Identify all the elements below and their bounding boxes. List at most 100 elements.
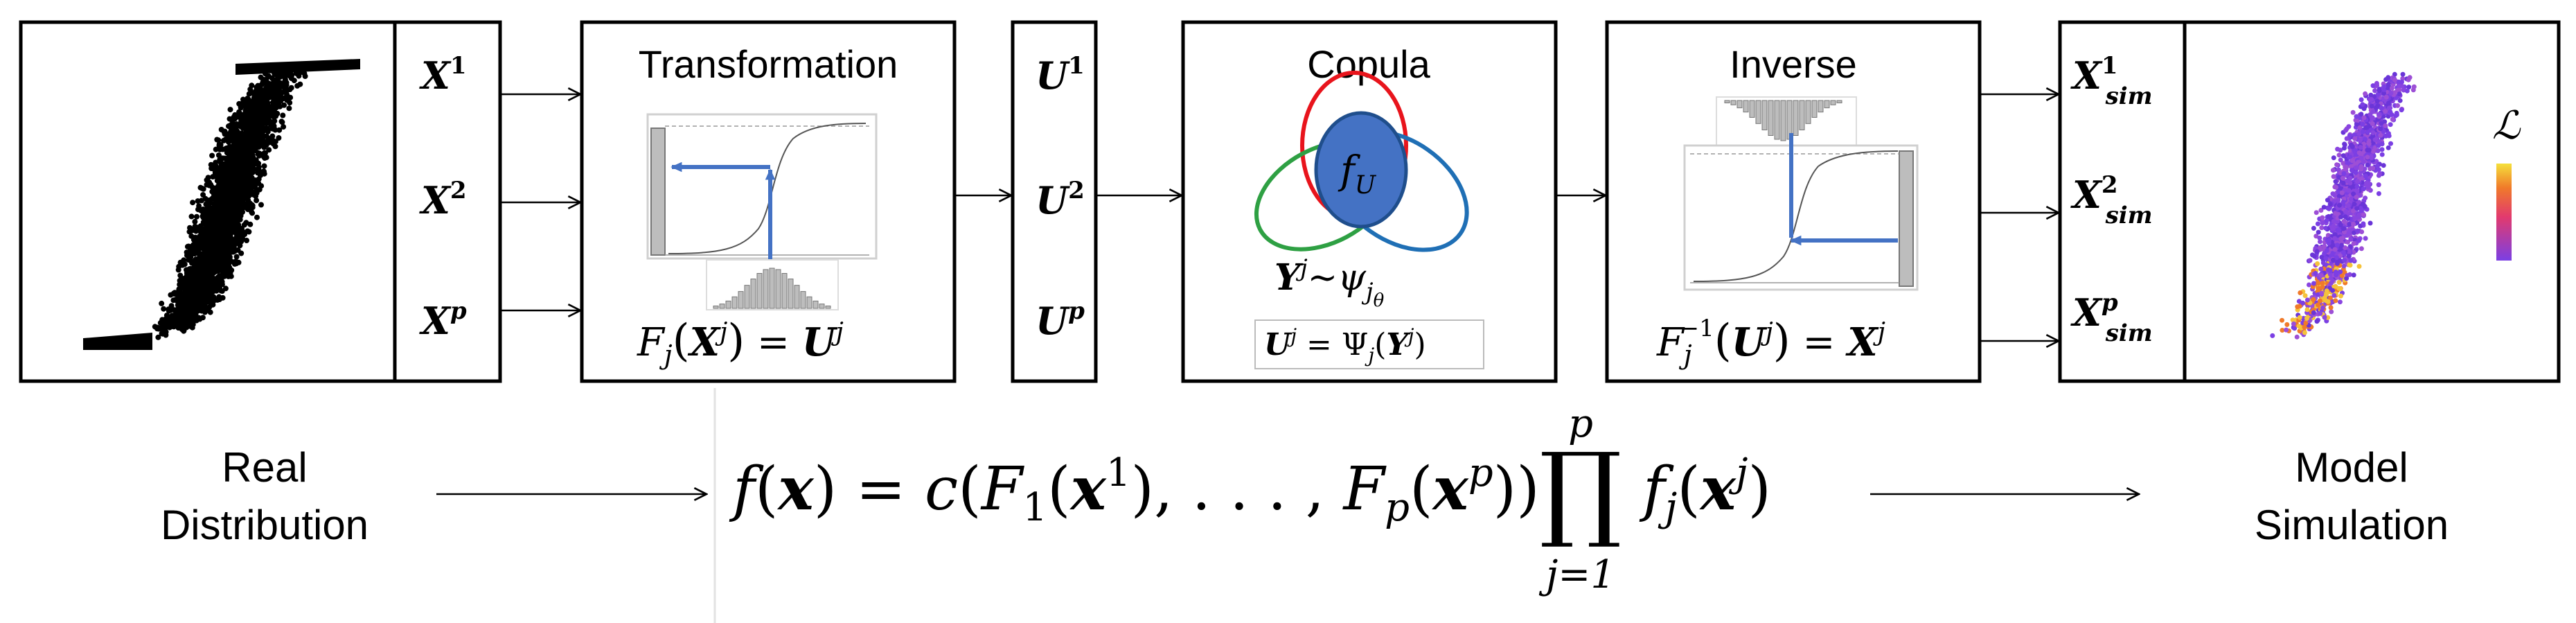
sim-point <box>2304 297 2310 303</box>
sim-point <box>2325 198 2330 203</box>
product-upper-limit: p <box>1568 401 1593 446</box>
sim-point <box>2338 269 2343 274</box>
sim-point <box>2341 170 2347 176</box>
sim-point <box>2363 173 2368 179</box>
sim-point <box>2334 261 2340 266</box>
copula-density-label: fU <box>1338 148 1377 200</box>
sim-point <box>2356 263 2362 269</box>
histogram-bar <box>1780 100 1786 141</box>
sim-point <box>2378 126 2383 132</box>
sim-point <box>2340 200 2346 205</box>
sim-point <box>2324 288 2329 294</box>
sim-point <box>2347 244 2353 249</box>
sim-point <box>2327 295 2333 301</box>
sim-point <box>2318 298 2322 304</box>
sim-point <box>2320 284 2325 290</box>
sim-point <box>2332 232 2338 237</box>
histogram-bar <box>800 291 806 309</box>
sim-point <box>2369 97 2374 102</box>
sim-point <box>2327 202 2333 207</box>
product-lower-limit: j=1 <box>1538 552 1615 597</box>
histogram-bar <box>1818 100 1824 113</box>
histogram-bar <box>763 269 769 309</box>
sim-point <box>2365 184 2371 190</box>
sim-point <box>2290 317 2295 323</box>
sim-point <box>2320 305 2325 310</box>
likelihood-colorbar <box>2496 164 2512 261</box>
sim-point <box>2329 226 2335 231</box>
sim-point <box>2354 114 2359 119</box>
sim-point <box>2344 276 2350 281</box>
uniform-u2: U2 <box>1036 177 1085 222</box>
sim-point <box>2333 283 2338 289</box>
sim-point <box>2368 155 2374 160</box>
histogram-bar <box>756 273 763 309</box>
copula-box-formula: Uj = Ψj(Yj) <box>1264 324 1426 367</box>
sim-point <box>2338 214 2343 220</box>
sim-point <box>2336 279 2342 285</box>
sim-point <box>2341 263 2347 269</box>
sim-point <box>2319 290 2325 296</box>
sim-point <box>2383 123 2388 128</box>
sim-point <box>2324 218 2329 224</box>
copula-panel: Copula fU Yj~ψjθ Uj = Ψj(Yj) <box>1181 20 1558 383</box>
inverse-formula: Fj−1(Uj) = Xj <box>1656 315 1885 370</box>
sim-point <box>2302 324 2307 330</box>
sim-point <box>2399 79 2404 85</box>
sim-point <box>2354 179 2360 184</box>
sim-point <box>2340 180 2346 186</box>
sim-point <box>2295 304 2300 310</box>
sim-point <box>2392 71 2397 77</box>
sim-point <box>2318 266 2324 272</box>
label-real-distribution-line1: Real <box>222 444 307 491</box>
sim-point <box>2284 327 2289 333</box>
sim-point <box>2316 302 2320 308</box>
sim-point <box>2387 105 2392 111</box>
sim-point <box>2322 295 2327 301</box>
sim-point <box>2393 113 2398 119</box>
cdf-mini-plot <box>646 113 878 310</box>
input-x2: X2 <box>419 177 467 222</box>
histogram-bar <box>744 285 750 309</box>
sim-point <box>2386 100 2391 106</box>
likelihood-symbol: ℒ <box>2492 103 2521 148</box>
label-real-distribution-line2: Distribution <box>161 502 368 548</box>
input-x1: X1 <box>419 52 467 98</box>
sim-point <box>2311 297 2316 302</box>
copula-formula-box <box>1254 319 1484 369</box>
sim-point <box>2302 330 2307 335</box>
histogram-bar <box>1730 100 1736 105</box>
sim-point <box>2300 300 2305 306</box>
sim-point <box>2364 180 2369 186</box>
simulated-scatter-plot <box>2270 71 2417 340</box>
sim-point <box>2381 91 2386 96</box>
sim-point <box>2316 229 2321 235</box>
sim-point <box>2347 222 2352 227</box>
sim-point <box>2370 115 2375 121</box>
sim-point <box>2376 191 2381 196</box>
sim-point <box>2304 315 2309 321</box>
sim-point <box>2284 322 2290 327</box>
sim-point <box>2374 82 2380 88</box>
sim-point <box>2354 195 2359 200</box>
sim-point <box>2349 168 2354 173</box>
sim-point <box>2411 84 2417 89</box>
sim-point <box>2374 98 2380 104</box>
sim-point <box>2370 130 2376 135</box>
input-variable-labels: X1 X2 Xp <box>419 52 467 343</box>
sim-point <box>2313 270 2318 276</box>
sim-point <box>2318 239 2322 245</box>
sim-point <box>2376 167 2381 173</box>
sim-point <box>2363 91 2368 96</box>
sim-point <box>2358 137 2363 143</box>
sim-point <box>2347 155 2353 160</box>
sim-point <box>2343 245 2348 250</box>
sim-point <box>2327 238 2332 243</box>
sim-point <box>2359 246 2364 252</box>
sim-point <box>2369 103 2374 109</box>
sim-point <box>2359 164 2364 169</box>
sim-point <box>2340 175 2345 181</box>
histogram-bar <box>1824 100 1830 109</box>
